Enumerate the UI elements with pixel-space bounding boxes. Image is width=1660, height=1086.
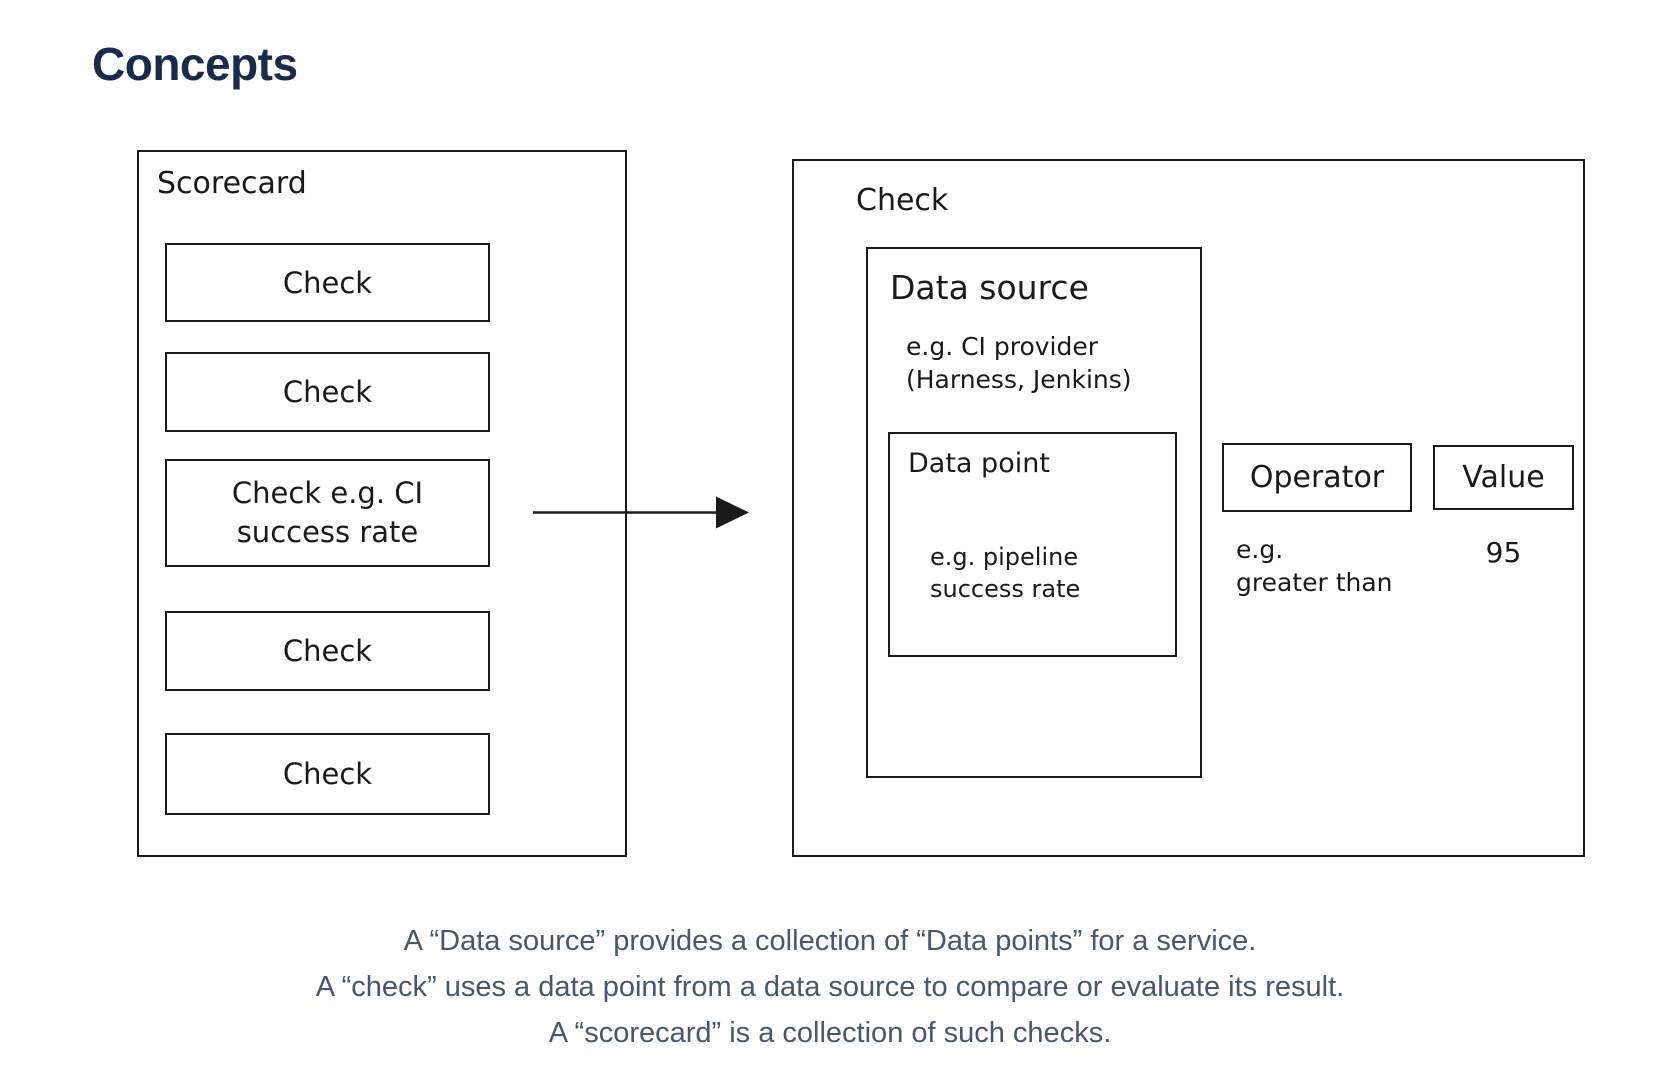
value-example: 95 (1485, 536, 1522, 569)
data-point-example: e.g. pipeline success rate (930, 543, 1081, 603)
scorecard-label: Scorecard (157, 166, 307, 201)
scorecard-check-3-ci-success-rate: Check e.g. CI success rate (165, 459, 490, 567)
scorecard-check-1: Check (165, 243, 490, 322)
operator-example: e.g. greater than (1236, 535, 1393, 597)
scorecard-check-5: Check (165, 733, 490, 815)
data-point-label: Data point (908, 448, 1050, 479)
check-detail-label: Check (856, 183, 949, 218)
operator-box: Operator (1222, 443, 1412, 512)
caption-block: A “Data source” provides a collection of… (0, 918, 1660, 1056)
caption-line-1: A “Data source” provides a collection of… (403, 925, 1257, 957)
flow-arrow-icon (533, 496, 749, 529)
page-title: Concepts (92, 37, 298, 90)
scorecard-check-2: Check (165, 352, 490, 432)
scorecard-check-4: Check (165, 611, 490, 691)
caption-line-2: A “check” uses a data point from a data … (315, 971, 1345, 1003)
data-source-example: e.g. CI provider (Harness, Jenkins) (906, 332, 1132, 394)
value-box: Value (1433, 445, 1574, 510)
data-source-label: Data source (890, 268, 1089, 307)
caption-line-3: A “scorecard” is a collection of such ch… (548, 1017, 1112, 1049)
data-point-box (888, 432, 1177, 657)
